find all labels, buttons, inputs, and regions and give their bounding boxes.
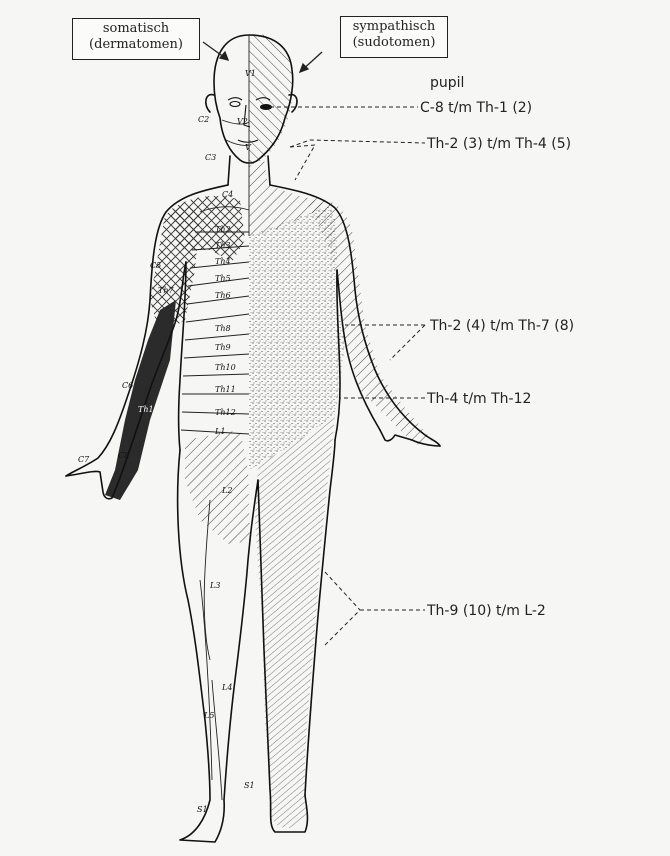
seg-th1: Th1 bbox=[138, 405, 154, 414]
seg-c6: C6 bbox=[122, 381, 133, 390]
seg-v2: V2 bbox=[237, 117, 248, 126]
somatic-box: somatisch (dermatomen) bbox=[72, 18, 200, 60]
seg-th2: Th2 bbox=[215, 225, 231, 234]
seg-th7: Th7 bbox=[158, 286, 174, 295]
seg-l3: L3 bbox=[209, 581, 220, 590]
somatic-title: somatisch bbox=[77, 21, 195, 37]
seg-c2: C2 bbox=[198, 115, 209, 124]
seg-th3: Th3 bbox=[215, 241, 231, 250]
right-labels: pupil C-8 t/m Th-1 (2) Th-2 (3) t/m Th-4… bbox=[420, 75, 574, 619]
label-pupil: pupil bbox=[430, 75, 464, 91]
seg-th5: Th5 bbox=[215, 274, 231, 283]
seg-th12: Th12 bbox=[215, 408, 236, 417]
label-th2-th4: Th-2 (3) t/m Th-4 (5) bbox=[426, 136, 571, 152]
label-c8-th1: C-8 t/m Th-1 (2) bbox=[420, 100, 532, 116]
label-th9-l2: Th-9 (10) t/m L-2 bbox=[426, 603, 546, 619]
seg-th10: Th10 bbox=[215, 363, 236, 372]
left-arm-crosshatch bbox=[150, 207, 200, 335]
label-th2-th7: Th-2 (4) t/m Th-7 (8) bbox=[429, 318, 574, 334]
seg-c3: C3 bbox=[205, 153, 216, 162]
seg-c8: C8 bbox=[118, 451, 129, 460]
sympathetic-title: sympathisch bbox=[345, 19, 443, 35]
seg-l5: L5 bbox=[203, 711, 214, 720]
somatic-subtitle: (dermatomen) bbox=[77, 37, 195, 53]
seg-th6: Th6 bbox=[215, 291, 231, 300]
seg-v1: V1 bbox=[245, 69, 256, 78]
seg-c4: C4 bbox=[222, 190, 233, 199]
seg-c7: C7 bbox=[78, 455, 90, 464]
seg-th8: Th8 bbox=[215, 324, 231, 333]
label-th4-th12: Th-4 t/m Th-12 bbox=[426, 391, 531, 407]
seg-s1: S1 bbox=[244, 781, 255, 790]
dermatome-lines bbox=[181, 35, 249, 800]
seg-s1b: S1 bbox=[197, 805, 208, 814]
sympathetic-subtitle: (sudotomen) bbox=[345, 35, 443, 51]
left-arm-dark-band bbox=[105, 300, 176, 500]
seg-th9: Th9 bbox=[215, 343, 231, 352]
seg-th4: Th4 bbox=[215, 257, 231, 266]
seg-th11: Th11 bbox=[215, 385, 236, 394]
sympathetic-box: sympathisch (sudotomen) bbox=[340, 16, 448, 58]
seg-l2: L2 bbox=[221, 486, 232, 495]
left-lower-abdomen-hatch bbox=[185, 430, 250, 545]
seg-l4: L4 bbox=[221, 683, 232, 692]
seg-l1: L1 bbox=[214, 427, 225, 436]
seg-c5: C5 bbox=[150, 261, 161, 270]
right-leg-hatch bbox=[255, 415, 335, 828]
